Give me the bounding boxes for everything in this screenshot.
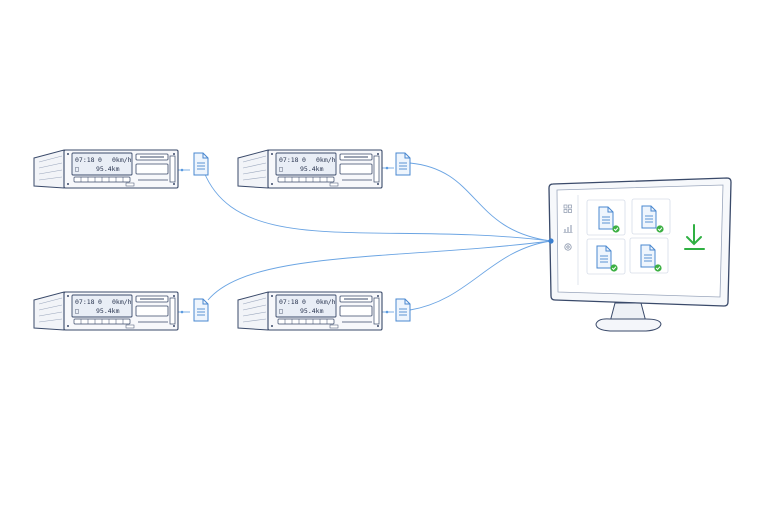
connection-hub xyxy=(548,238,554,244)
tachograph-device-4: 07:18 0 0km/h □ 95.4km xyxy=(237,291,383,331)
check-icon xyxy=(653,263,663,273)
lock-icon: □ xyxy=(75,165,79,173)
tacho-time: 07:18 xyxy=(279,156,299,164)
file-icon xyxy=(395,152,411,176)
file-tile-1[interactable] xyxy=(586,199,626,236)
tachograph-device-1: 07:18 0 0km/h □ 95.4km xyxy=(33,149,179,189)
tacho-odometer: 95.4km xyxy=(300,165,324,173)
file-icon xyxy=(193,152,209,176)
check-icon xyxy=(611,224,621,234)
tacho-speed-value: 0 xyxy=(302,156,306,164)
tacho-speed-unit: 0km/h xyxy=(316,156,336,164)
check-icon xyxy=(609,263,619,273)
download-icon[interactable] xyxy=(684,224,705,250)
tacho-odometer: 95.4km xyxy=(96,165,120,173)
device-file-links xyxy=(176,167,394,313)
file-tile-3[interactable] xyxy=(586,238,626,275)
tacho-speed-value: 0 xyxy=(98,156,102,164)
connection-line-1 xyxy=(203,171,552,242)
file-tile-2[interactable] xyxy=(631,198,671,235)
file-tile-4[interactable] xyxy=(629,237,669,274)
connection-line-3 xyxy=(207,240,552,301)
lock-icon: □ xyxy=(279,307,283,315)
file-icon xyxy=(640,244,656,268)
lock-icon: □ xyxy=(75,307,79,315)
connection-line-4 xyxy=(409,240,552,311)
grid-icon[interactable] xyxy=(563,204,572,213)
tacho-speed-unit: 0km/h xyxy=(112,298,132,306)
monitor-base xyxy=(595,318,662,332)
lock-icon: □ xyxy=(279,165,283,173)
file-icon xyxy=(641,205,657,229)
tacho-speed-unit: 0km/h xyxy=(112,156,132,164)
tacho-odometer: 95.4km xyxy=(300,307,324,315)
connection-lines xyxy=(203,162,552,311)
file-icon xyxy=(395,298,411,322)
tachograph-device-3: 07:18 0 0km/h □ 95.4km xyxy=(33,291,179,331)
tacho-odometer: 95.4km xyxy=(96,307,120,315)
tacho-time: 07:18 xyxy=(75,298,95,306)
tachograph-device-2: 07:18 0 0km/h □ 95.4km xyxy=(237,149,383,189)
file-icon xyxy=(598,206,614,230)
bar-chart-icon[interactable] xyxy=(563,225,573,233)
tacho-speed-value: 0 xyxy=(98,298,102,306)
connection-line-2 xyxy=(409,162,552,242)
tacho-time: 07:18 xyxy=(75,156,95,164)
file-icon xyxy=(596,245,612,269)
file-icon xyxy=(193,298,209,322)
tacho-speed-unit: 0km/h xyxy=(316,298,336,306)
tacho-time: 07:18 xyxy=(279,298,299,306)
settings-icon[interactable] xyxy=(564,243,572,251)
tacho-speed-value: 0 xyxy=(302,298,306,306)
check-icon xyxy=(655,224,665,234)
